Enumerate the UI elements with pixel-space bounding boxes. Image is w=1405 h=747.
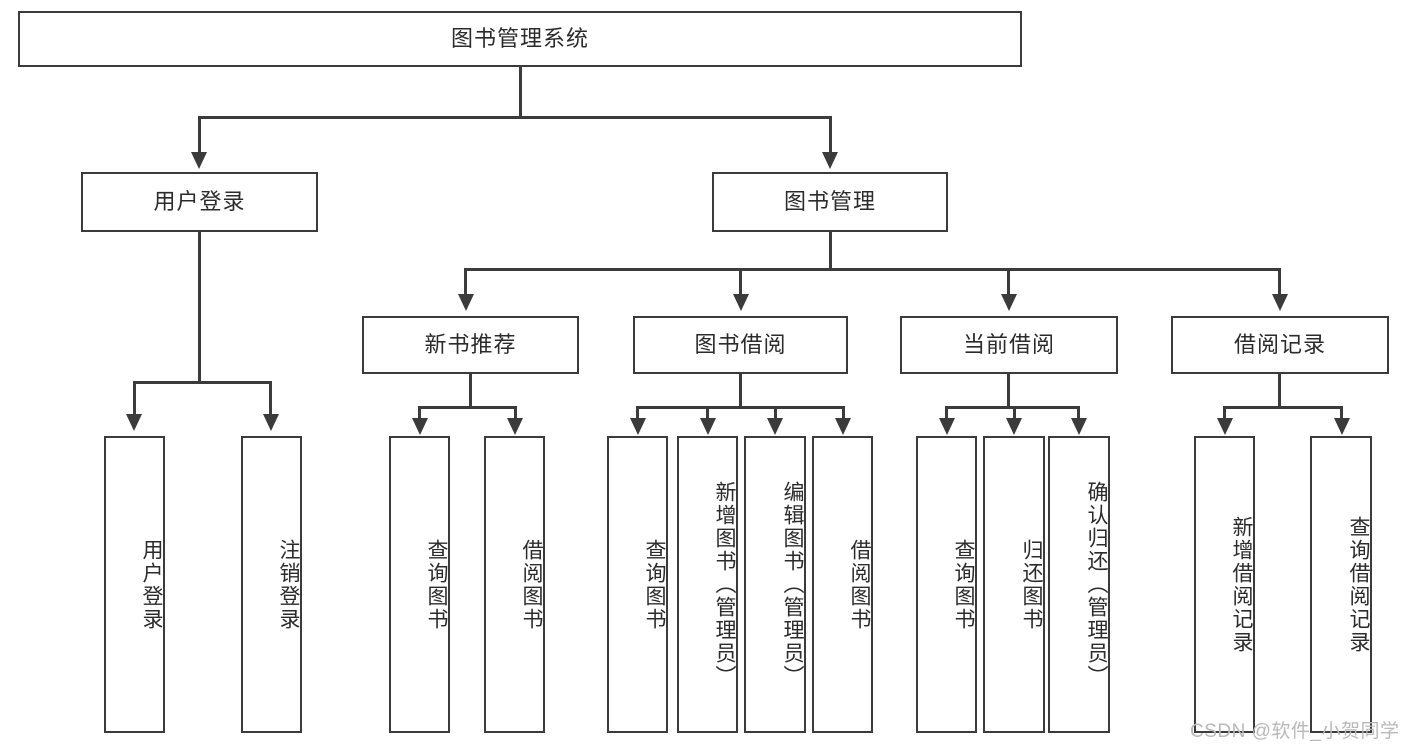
node-leaf-query-book-current[interactable]: 查询图书 bbox=[916, 436, 977, 733]
edge-nbr-trunk bbox=[469, 374, 472, 408]
edge-root-bar bbox=[198, 116, 831, 119]
arrow-root-to-user-login bbox=[191, 152, 207, 169]
edge-br-to-leaf-0 bbox=[1223, 406, 1226, 420]
node-user-login[interactable]: 用户登录 bbox=[81, 172, 318, 232]
node-leaf-query-book-rec-label: 查询图书 bbox=[425, 538, 448, 631]
edge-nbr-to-leaf-0 bbox=[418, 406, 421, 420]
edge-br-trunk bbox=[1278, 374, 1281, 408]
node-leaf-edit-book-admin-label: 编辑图书（管理员） bbox=[781, 481, 804, 688]
node-leaf-return-book[interactable]: 归还图书 bbox=[983, 436, 1045, 733]
node-root-label: 图书管理系统 bbox=[450, 26, 589, 52]
arrow-bb-to-leaf-2 bbox=[767, 418, 783, 435]
node-new-book-recommend-label: 新书推荐 bbox=[424, 332, 517, 358]
edge-bb-bar bbox=[636, 406, 844, 409]
node-borrow-record-label: 借阅记录 bbox=[1233, 332, 1326, 358]
node-leaf-add-book-admin[interactable]: 新增图书（管理员） bbox=[677, 436, 738, 733]
node-leaf-edit-book-admin[interactable]: 编辑图书（管理员） bbox=[744, 436, 806, 733]
edge-bm-to-l3-1 bbox=[739, 268, 742, 296]
edge-cb-to-leaf-1 bbox=[1013, 406, 1016, 420]
arrow-br-to-leaf-1 bbox=[1334, 418, 1350, 435]
arrow-nbr-to-leaf-0 bbox=[412, 418, 428, 435]
edge-user-login-to-leaf-1 bbox=[269, 381, 272, 416]
arrow-root-to-book-management bbox=[822, 152, 838, 169]
edge-bb-trunk bbox=[739, 374, 742, 408]
arrow-bb-to-leaf-1 bbox=[700, 418, 716, 435]
node-leaf-user-login-label: 用户登录 bbox=[140, 538, 163, 631]
node-leaf-user-logout[interactable]: 注销登录 bbox=[241, 436, 302, 733]
edge-cb-to-leaf-0 bbox=[945, 406, 948, 420]
node-current-borrow-label: 当前借阅 bbox=[962, 332, 1055, 358]
node-leaf-add-book-admin-label: 新增图书（管理员） bbox=[713, 481, 736, 688]
node-root[interactable]: 图书管理系统 bbox=[18, 11, 1022, 67]
edge-bm-to-l3-0 bbox=[464, 268, 467, 296]
edge-bb-to-leaf-1 bbox=[706, 406, 709, 420]
node-leaf-query-book-rec[interactable]: 查询图书 bbox=[389, 436, 450, 733]
arrow-nbr-to-leaf-1 bbox=[507, 418, 523, 435]
node-leaf-add-borrow-record-label: 新增借阅记录 bbox=[1230, 515, 1253, 654]
arrow-cb-to-leaf-0 bbox=[939, 418, 955, 435]
edge-root-to-book-management bbox=[829, 116, 832, 154]
edge-book-management-bar bbox=[464, 268, 1278, 271]
node-leaf-query-book-borrow-label: 查询图书 bbox=[643, 538, 666, 631]
node-leaf-borrow-book-label: 借阅图书 bbox=[848, 538, 871, 631]
edge-user-login-bar bbox=[133, 381, 269, 384]
edge-nbr-to-leaf-1 bbox=[514, 406, 517, 420]
edge-user-login-trunk bbox=[198, 232, 201, 383]
arrow-bb-to-leaf-3 bbox=[835, 418, 851, 435]
edge-root-trunk bbox=[519, 67, 522, 118]
edge-cb-to-leaf-2 bbox=[1077, 406, 1080, 420]
arrow-cb-to-leaf-2 bbox=[1071, 418, 1087, 435]
arrow-bm-to-l3-1 bbox=[733, 294, 749, 311]
arrow-bm-to-l3-3 bbox=[1272, 294, 1288, 311]
node-new-book-recommend[interactable]: 新书推荐 bbox=[362, 316, 579, 374]
edge-br-bar bbox=[1223, 406, 1342, 409]
edge-cb-bar bbox=[945, 406, 1079, 409]
node-leaf-query-borrow-record-label: 查询借阅记录 bbox=[1347, 515, 1370, 654]
edge-cb-trunk bbox=[1007, 374, 1010, 408]
arrow-bb-to-leaf-0 bbox=[630, 418, 646, 435]
node-leaf-borrow-book[interactable]: 借阅图书 bbox=[812, 436, 873, 733]
node-user-login-label: 用户登录 bbox=[153, 189, 246, 215]
arrow-br-to-leaf-0 bbox=[1217, 418, 1233, 435]
node-leaf-borrow-book-rec[interactable]: 借阅图书 bbox=[484, 436, 545, 733]
node-leaf-query-book-borrow[interactable]: 查询图书 bbox=[607, 436, 668, 733]
edge-bm-to-l3-2 bbox=[1007, 268, 1010, 296]
edge-book-management-trunk bbox=[829, 232, 832, 270]
watermark-csdn: CSDN @软件_小贺同学 bbox=[1190, 721, 1400, 742]
node-book-borrow-label: 图书借阅 bbox=[694, 332, 787, 358]
edge-bm-to-l3-3 bbox=[1278, 268, 1281, 296]
edge-bb-to-leaf-0 bbox=[636, 406, 639, 420]
node-leaf-query-borrow-record[interactable]: 查询借阅记录 bbox=[1310, 436, 1372, 733]
node-book-management[interactable]: 图书管理 bbox=[712, 172, 948, 232]
node-leaf-confirm-return-admin-label: 确认归还（管理员） bbox=[1085, 481, 1108, 688]
arrow-bm-to-l3-0 bbox=[458, 294, 474, 311]
edge-bb-to-leaf-3 bbox=[842, 406, 845, 420]
node-leaf-confirm-return-admin[interactable]: 确认归还（管理员） bbox=[1048, 436, 1110, 733]
arrow-user-login-to-leaf-1 bbox=[263, 414, 279, 431]
edge-nbr-bar bbox=[418, 406, 516, 409]
edge-br-to-leaf-1 bbox=[1340, 406, 1343, 420]
edge-root-to-user-login bbox=[198, 116, 201, 154]
edge-bb-to-leaf-2 bbox=[774, 406, 777, 420]
node-borrow-record[interactable]: 借阅记录 bbox=[1171, 316, 1389, 374]
node-leaf-add-borrow-record[interactable]: 新增借阅记录 bbox=[1194, 436, 1255, 733]
edge-user-login-to-leaf-0 bbox=[133, 381, 136, 416]
arrow-user-login-to-leaf-0 bbox=[126, 414, 142, 431]
arrow-bm-to-l3-2 bbox=[1001, 294, 1017, 311]
node-current-borrow[interactable]: 当前借阅 bbox=[900, 316, 1118, 374]
node-leaf-return-book-label: 归还图书 bbox=[1020, 538, 1043, 631]
node-book-borrow[interactable]: 图书借阅 bbox=[633, 316, 848, 374]
node-leaf-borrow-book-rec-label: 借阅图书 bbox=[520, 538, 543, 631]
node-book-management-label: 图书管理 bbox=[783, 189, 876, 215]
node-leaf-query-book-current-label: 查询图书 bbox=[952, 538, 975, 631]
arrow-cb-to-leaf-1 bbox=[1006, 418, 1022, 435]
node-leaf-user-login[interactable]: 用户登录 bbox=[104, 436, 165, 733]
node-leaf-user-logout-label: 注销登录 bbox=[277, 538, 300, 631]
